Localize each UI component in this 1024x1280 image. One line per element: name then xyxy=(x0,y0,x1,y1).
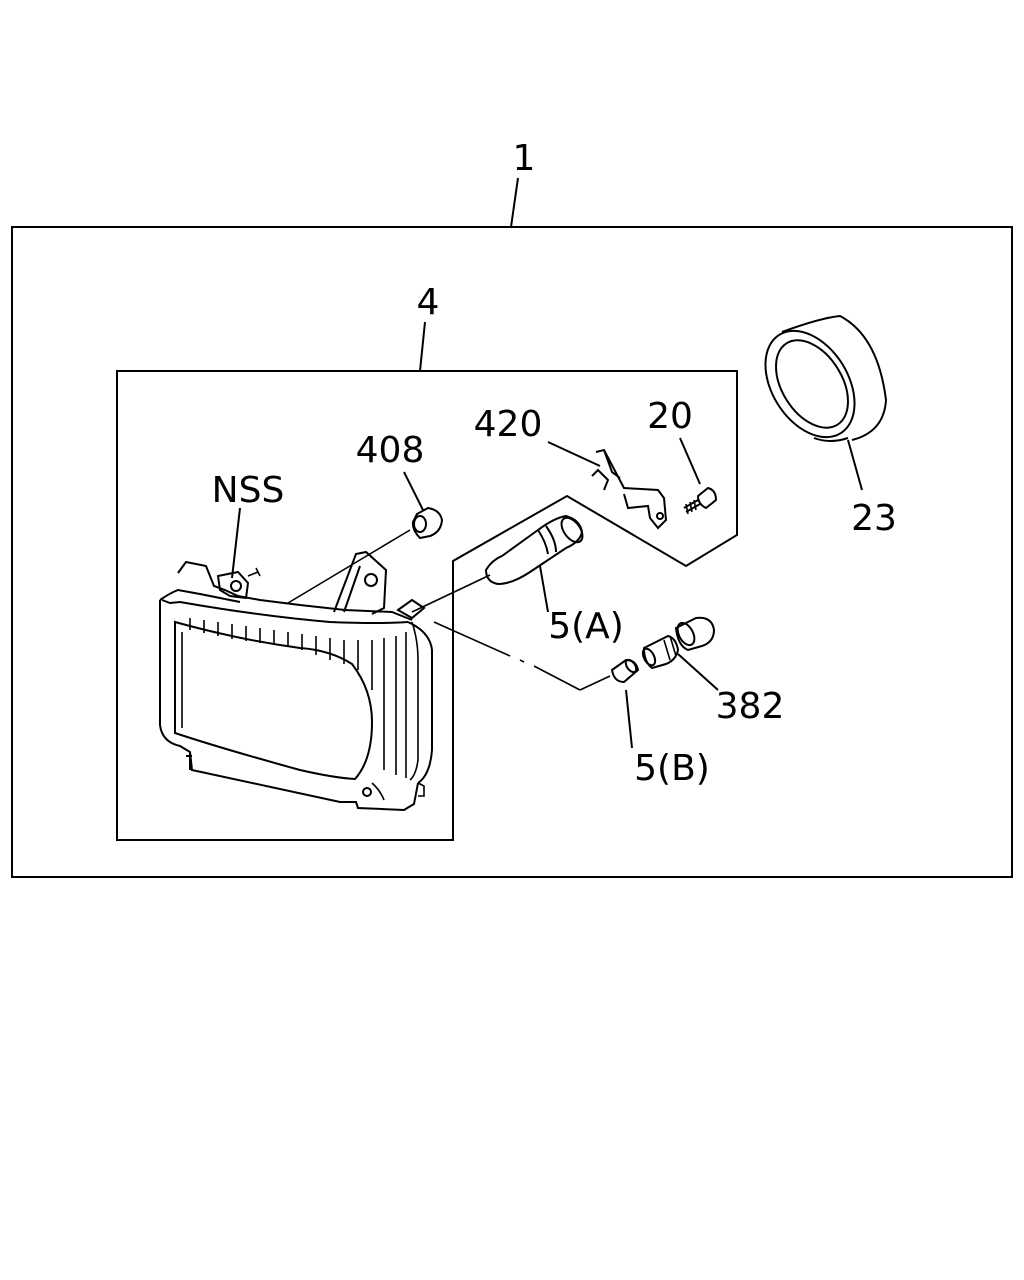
label-bulb-a: 5(A) xyxy=(548,606,624,647)
label-socket: 382 xyxy=(716,686,785,727)
leader-ring xyxy=(847,439,863,491)
assembly-line-bulb-a xyxy=(411,574,491,613)
label-nss: NSS xyxy=(212,470,285,511)
assembly-line-bulb-b-3 xyxy=(579,675,611,691)
leader-lamp-unit xyxy=(419,321,426,372)
label-ring: 23 xyxy=(851,498,897,539)
leader-assembly xyxy=(510,177,519,228)
assembly-line-bulb-b-2 xyxy=(533,665,581,691)
ring-part xyxy=(764,314,888,442)
leader-bulb-b xyxy=(625,689,633,749)
bushing-part xyxy=(411,506,444,540)
leader-bushing xyxy=(403,471,425,513)
bulb-b-part xyxy=(610,658,640,684)
label-lamp-unit: 4 xyxy=(417,282,440,323)
leader-bulb-a xyxy=(539,565,549,613)
assembly-line-bushing xyxy=(287,529,411,604)
leader-nss xyxy=(231,507,241,579)
leader-screw xyxy=(679,437,701,485)
label-assembly: 1 xyxy=(513,138,536,179)
socket-part xyxy=(641,616,716,670)
leader-socket xyxy=(677,653,719,691)
bulb-a-part xyxy=(484,514,584,586)
label-bulb-b: 5(B) xyxy=(634,748,710,789)
bracket-part xyxy=(591,448,668,530)
label-bushing: 408 xyxy=(356,430,425,471)
leader-bracket xyxy=(547,441,601,467)
lamp-housing xyxy=(159,550,433,812)
label-screw: 20 xyxy=(647,396,693,437)
assembly-line-bulb-b xyxy=(433,621,511,657)
assembly-line-bulb-b-dash xyxy=(519,659,525,663)
lamp-unit-frame xyxy=(116,370,738,841)
screw-part xyxy=(683,486,718,515)
label-bracket: 420 xyxy=(474,404,543,445)
